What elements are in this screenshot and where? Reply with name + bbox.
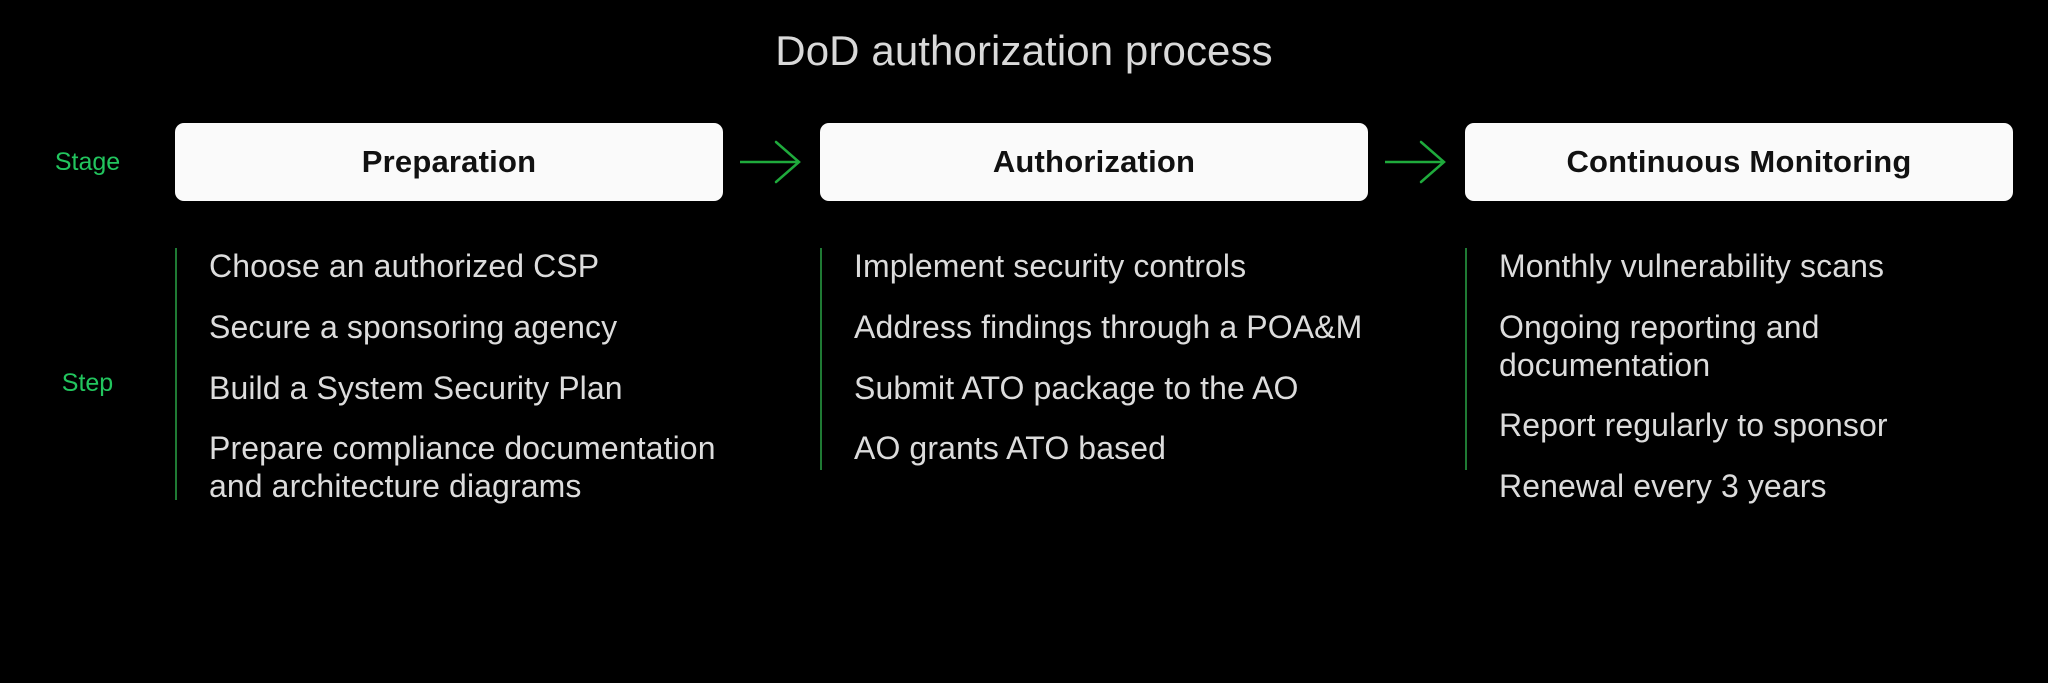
column-rule (1465, 248, 1467, 470)
step-column-authorization: Implement security controls Address find… (820, 248, 1465, 608)
list-item: Prepare compliance documentation and arc… (209, 430, 716, 504)
step-column-preparation: Choose an authorized CSP Secure a sponso… (175, 248, 820, 608)
row-label-stage: Stage (54, 148, 121, 176)
list-item: Secure a sponsoring agency (209, 308, 618, 345)
stage-box-continuous-monitoring[interactable]: Continuous Monitoring (1465, 123, 2013, 201)
arrow-right-icon (1368, 123, 1465, 201)
list-item: Address findings through a POA&M (854, 308, 1363, 345)
list-item: Ongoing reporting and documentation (1499, 308, 1820, 383)
list-item: Submit ATO package to the AO (854, 369, 1299, 406)
stage-box-preparation[interactable]: Preparation (175, 123, 723, 201)
step-column-continuous-monitoring: Monthly vulnerability scans Ongoing repo… (1465, 248, 2013, 608)
steps-row: Choose an authorized CSP Secure a sponso… (175, 248, 2013, 608)
arrow-right-icon (723, 123, 820, 201)
list-item: AO grants ATO based (854, 430, 1166, 467)
stage-box-authorization[interactable]: Authorization (820, 123, 1368, 201)
page-title: DoD authorization process (775, 27, 1273, 74)
list-item: Monthly vulnerability scans (1499, 248, 1885, 284)
list-item: Build a System Security Plan (209, 369, 623, 406)
list-item: Choose an authorized CSP (209, 248, 600, 284)
row-label-step: Step (61, 369, 114, 397)
column-rule (175, 248, 177, 500)
list-item: Implement security controls (854, 248, 1247, 284)
stage-row: Preparation Authorization Continuous Mon… (175, 122, 2013, 202)
list-item: Renewal every 3 years (1499, 468, 1827, 504)
list-item: Report regularly to sponsor (1499, 407, 1888, 444)
column-rule (820, 248, 822, 470)
